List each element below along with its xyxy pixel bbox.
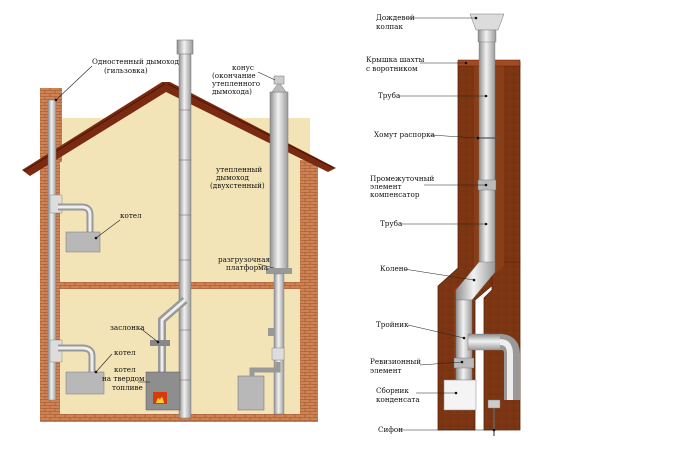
label-condensate-collector-2: конденсата	[376, 395, 420, 404]
left-labels: Одностенный дымоход (гильзовка) конус (о…	[54, 57, 276, 392]
right-labels: Дождевой колпак Крышка шахты с воротнико…	[366, 13, 496, 434]
label-cone-4: дымохода)	[212, 87, 252, 96]
label-compensator: Промежуточный	[370, 174, 434, 183]
label-condensate-collector: Сборник	[376, 386, 409, 395]
label-single-wall-chimney-sub: (гильзовка)	[104, 66, 148, 75]
insulated-chimney-cone	[271, 81, 287, 93]
label-spacer-clamp: Хомут распорка	[374, 130, 436, 139]
rain-cap	[469, 13, 505, 31]
shaft-pipe	[478, 39, 496, 267]
condensate-collector	[443, 379, 477, 411]
label-unloading-platform-2: платформа	[226, 263, 269, 272]
label-revision-element: Ревизионный	[370, 357, 421, 366]
label-pipe-mid: Труба	[380, 219, 403, 228]
label-solid-fuel-boiler-2: на твердом	[102, 374, 145, 383]
label-upper-boiler: котел	[120, 211, 142, 220]
central-pipe-cap	[176, 39, 194, 55]
label-cone: конус	[232, 63, 254, 72]
label-insulated-chimney: утепленный	[216, 165, 262, 174]
revision-element	[453, 357, 475, 369]
label-insulated-chimney-2: дымоход	[216, 173, 249, 182]
central-single-wall-pipe	[178, 51, 192, 419]
label-pipe-top: Труба	[378, 91, 401, 100]
label-compensator-2: элемент	[370, 182, 401, 191]
label-compensator-3: компенсатор	[370, 190, 420, 199]
lower-boiler	[65, 371, 105, 395]
right-boiler	[237, 375, 265, 411]
label-damper: заслонка	[110, 323, 145, 332]
label-lower-boiler: котел	[114, 348, 136, 357]
lower-single-wall-pipe	[273, 273, 285, 415]
label-solid-fuel-boiler-3: топливе	[112, 383, 143, 392]
label-single-wall-chimney: Одностенный дымоход	[92, 57, 180, 66]
solid-fuel-boiler	[145, 371, 181, 411]
label-unloading-platform: разгрузочная	[218, 255, 270, 264]
unloading-platform	[266, 268, 292, 274]
house-diagram	[22, 39, 336, 422]
label-rain-cap: Дождевой	[376, 13, 415, 22]
tee	[467, 333, 503, 351]
label-solid-fuel-boiler: котел	[114, 365, 136, 374]
label-elbow: Колено	[380, 264, 408, 273]
shaft-diagram	[437, 13, 521, 436]
right-brick-wall	[300, 160, 318, 418]
upper-boiler	[65, 231, 101, 253]
insulated-double-wall-chimney	[269, 91, 289, 273]
left-liner-pipe	[47, 99, 57, 401]
label-tee: Тройник	[376, 320, 409, 329]
label-cone-2: (окончание	[212, 71, 256, 80]
label-revision-element-2: элемент	[370, 366, 401, 375]
label-shaft-cover: Крышка шахты	[366, 55, 425, 64]
label-siphon: Сифон	[378, 425, 403, 434]
label-shaft-cover-2: с воротником	[366, 64, 418, 73]
label-cone-3: утепленного	[212, 79, 260, 88]
damper	[150, 340, 170, 346]
label-insulated-chimney-3: (двухстенный)	[210, 181, 265, 190]
label-rain-cap-2: колпак	[376, 22, 403, 31]
